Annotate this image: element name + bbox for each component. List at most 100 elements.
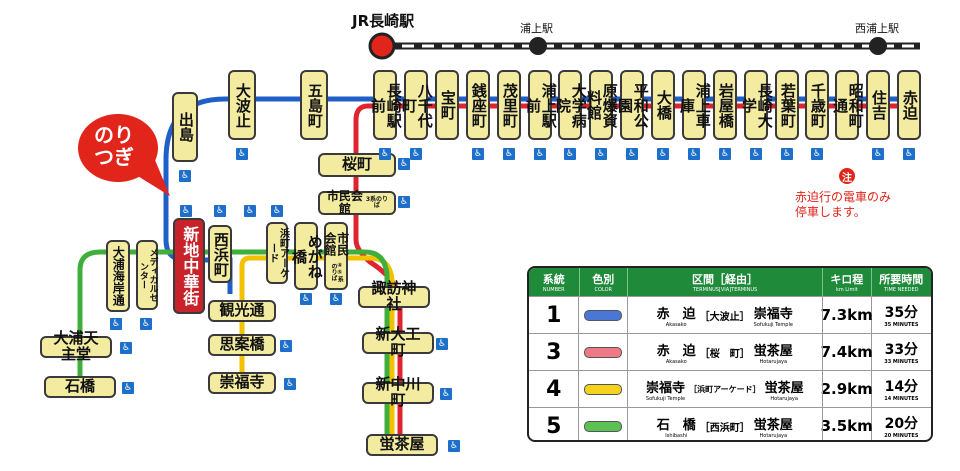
- route-km: 2.9km: [821, 371, 873, 407]
- stop-nagasaki-ekimae[interactable]: 長崎駅前: [369, 70, 403, 140]
- wheelchair-icon: ♿: [180, 205, 192, 217]
- wheelchair-icon: ♿: [872, 148, 884, 160]
- note-mark: 注: [839, 168, 855, 184]
- wheelchair-icon: ♿: [436, 338, 448, 350]
- stop-shianbashi[interactable]: 思案橋: [208, 334, 276, 356]
- route-color-swatch: [584, 346, 623, 358]
- wheelchair-icon: ♿: [214, 205, 226, 217]
- route-5-line: [77, 249, 390, 448]
- stop-zenza-machi[interactable]: 銭座町: [466, 70, 490, 140]
- wheelchair-icon: ♿: [503, 148, 515, 160]
- wheelchair-icon: ♿: [750, 148, 762, 160]
- jr-nishi-urakami-label: 西浦上駅: [855, 22, 899, 35]
- jr-nishi-urakami-station-marker: [869, 37, 887, 55]
- stop-wakabamachi[interactable]: 若葉町: [775, 70, 799, 140]
- stop-sakuramachi[interactable]: 桜町: [318, 153, 396, 177]
- stop-urakami-shako[interactable]: 浦上車庫: [678, 70, 712, 140]
- stop-nagasaki-daigaku[interactable]: 長崎大学: [740, 70, 774, 140]
- wheelchair-icon: ♿: [398, 158, 410, 170]
- stop-gotomachi[interactable]: 五島町: [300, 70, 328, 140]
- stop-hamamachi-arcade[interactable]: 浜町アーケード: [266, 222, 289, 284]
- wheelchair-icon: ♿: [448, 440, 460, 452]
- stop-genbaku-shiryokan[interactable]: 原爆資料館: [585, 70, 619, 140]
- stop-yachiyo-machi[interactable]: 八千代町: [400, 70, 434, 140]
- stop-sumiyoshi[interactable]: 住吉: [866, 70, 890, 140]
- stop-medical-center[interactable]: メディカルセンター: [136, 240, 158, 310]
- transfer-bubble: [78, 114, 170, 196]
- stop-akasako[interactable]: 赤迫: [897, 70, 921, 140]
- stop-ishibashi[interactable]: 石橋: [44, 376, 116, 398]
- wheelchair-icon: ♿: [379, 148, 391, 160]
- wheelchair-icon: ♿: [300, 293, 312, 305]
- stop-dejima[interactable]: 出島: [172, 92, 198, 162]
- wheelchair-icon: ♿: [719, 148, 731, 160]
- stop-ohashi[interactable]: 大橋: [651, 70, 675, 140]
- stop-shimin-kaikan-h[interactable]: 市民会館 3系のりば: [318, 189, 396, 216]
- route-number: 4: [529, 371, 580, 407]
- jr-nagasaki-station-marker: [368, 32, 396, 60]
- stop-takara-machi[interactable]: 宝町: [435, 70, 459, 140]
- stop-moriyamachi[interactable]: 茂里町: [497, 70, 521, 140]
- wheelchair-icon: ♿: [398, 196, 410, 208]
- wheelchair-icon: ♿: [284, 378, 296, 390]
- jr-urakami-station-marker: [529, 37, 547, 55]
- wheelchair-icon: ♿: [330, 293, 342, 305]
- route-km: 3.5km: [821, 408, 873, 440]
- wheelchair-icon: ♿: [122, 382, 134, 394]
- route-color-swatch: [584, 420, 623, 432]
- stop-urakami-ekimae[interactable]: 浦上駅前: [524, 70, 558, 140]
- stop-shinchi-chukagai[interactable]: 新地中華街: [173, 218, 205, 314]
- stop-meganebashi[interactable]: めがね橋: [290, 222, 324, 290]
- stop-heiwa-koen[interactable]: 平和公園: [616, 70, 650, 140]
- jr-urakami-label: 浦上駅: [520, 22, 553, 35]
- wheelchair-icon: ♿: [534, 148, 546, 160]
- stop-shimin-kaikan-h-label: 市民会館: [326, 189, 363, 216]
- wheelchair-icon: ♿: [440, 388, 452, 400]
- stop-sofukuji[interactable]: 崇福寺: [208, 372, 276, 394]
- note-text: 赤迫行の電車のみ 停車します。: [795, 190, 891, 220]
- stop-showamachidori[interactable]: 昭和町通: [831, 70, 865, 140]
- stop-hotarujaya[interactable]: 蛍茶屋: [366, 434, 438, 456]
- stop-oura-tenshudo[interactable]: 大浦天主堂: [40, 330, 112, 362]
- route-color-swatch: [584, 309, 623, 321]
- wheelchair-icon: ♿: [595, 148, 607, 160]
- stop-ohato[interactable]: 大波止: [228, 70, 256, 140]
- wheelchair-icon: ♿: [110, 318, 122, 330]
- stop-daigaku-byoin[interactable]: 大学病院: [554, 70, 588, 140]
- wheelchair-icon: ♿: [280, 340, 292, 352]
- route-color-swatch: [584, 383, 623, 395]
- wheelchair-icon: ♿: [120, 342, 132, 354]
- stop-kankodori[interactable]: 観光通: [208, 300, 276, 322]
- stop-chitosemachi[interactable]: 千歳町: [805, 70, 829, 140]
- stop-iwayabashi[interactable]: 岩屋橋: [713, 70, 737, 140]
- stop-shimin-kaikan-v[interactable]: 市民会館 ④⑤系のりば: [323, 222, 350, 290]
- wheelchair-icon: ♿: [657, 148, 669, 160]
- wheelchair-icon: ♿: [236, 148, 248, 160]
- wheelchair-icon: ♿: [688, 148, 700, 160]
- stop-nishi-hamanomachi[interactable]: 西浜町: [208, 225, 232, 283]
- wheelchair-icon: ♿: [271, 205, 283, 217]
- wheelchair-icon: ♿: [903, 148, 915, 160]
- wheelchair-icon: ♿: [811, 148, 823, 160]
- stop-shin-daiku-machi[interactable]: 新大工町: [362, 326, 434, 358]
- stop-oura-kaigandori[interactable]: 大浦海岸通: [106, 240, 130, 312]
- jr-nagasaki-station-label: JR長崎駅: [352, 12, 415, 30]
- stop-suwa-jinja[interactable]: 諏訪神社: [358, 280, 430, 312]
- stop-shin-nakagawa-machi[interactable]: 新中川町: [362, 376, 434, 408]
- wheelchair-icon: ♿: [472, 148, 484, 160]
- wheelchair-icon: ♿: [179, 170, 191, 182]
- wheelchair-icon: ♿: [244, 205, 256, 217]
